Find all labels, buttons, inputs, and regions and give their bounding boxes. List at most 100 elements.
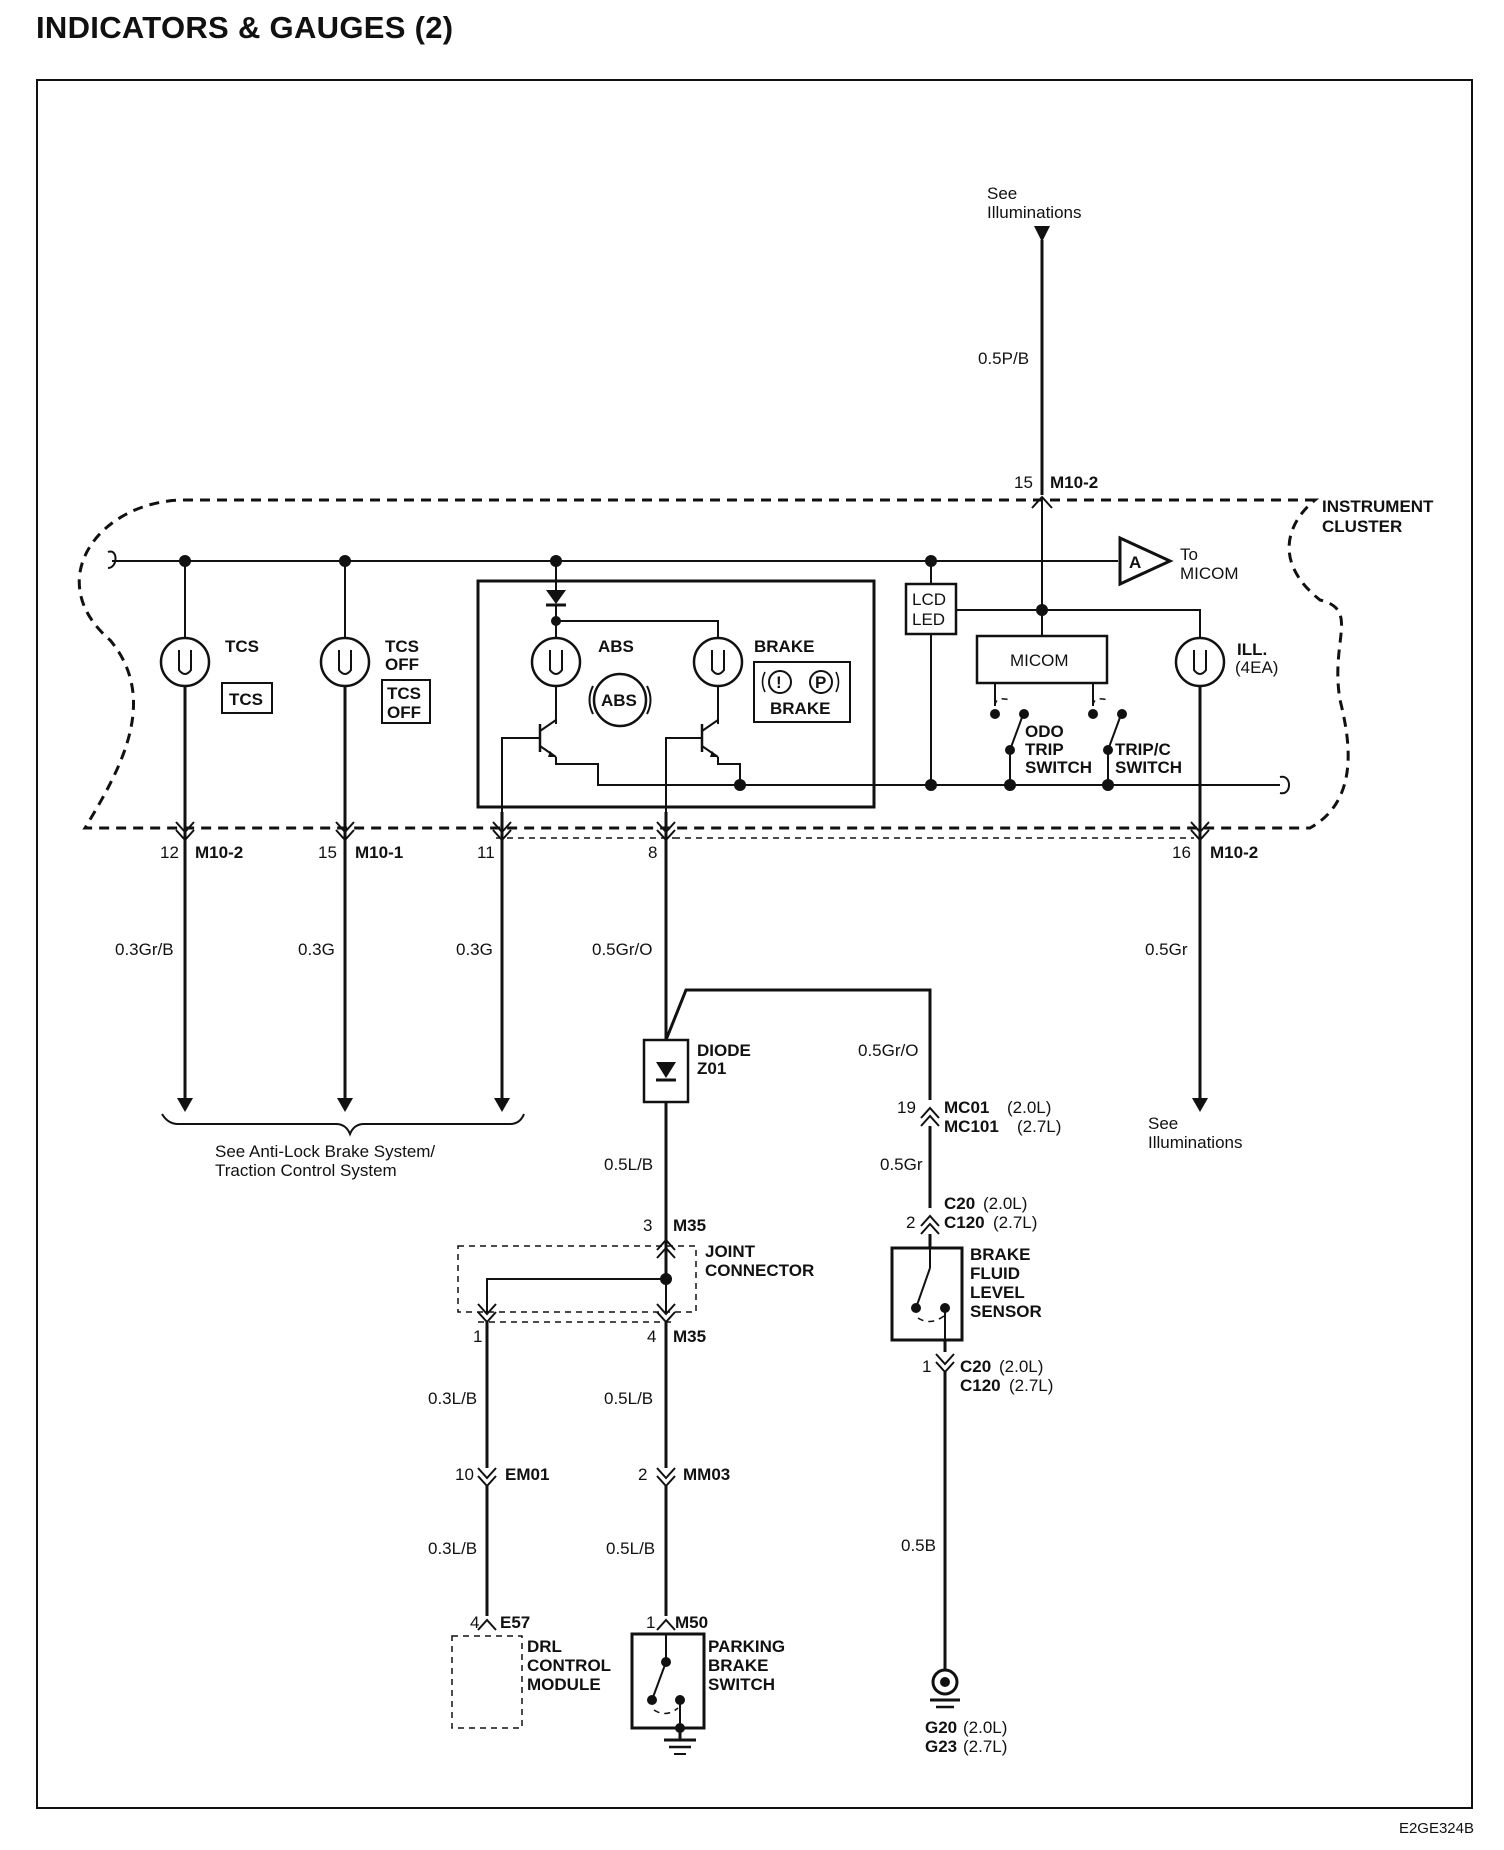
conn-pin: 16 bbox=[1172, 843, 1191, 862]
brake-fluid-label: SENSOR bbox=[970, 1302, 1042, 1321]
wire-label: 0.5Gr/O bbox=[858, 1041, 918, 1060]
conn-name: M10-2 bbox=[195, 843, 243, 862]
tripc-switch-label: SWITCH bbox=[1115, 758, 1182, 777]
m35-pin: 3 bbox=[643, 1216, 652, 1235]
brake-symbol-box bbox=[753, 661, 851, 723]
bus-break-icon bbox=[107, 550, 117, 569]
ground-label: G20 bbox=[925, 1718, 957, 1737]
connector-icon bbox=[656, 821, 676, 842]
ill-ref-text: Illuminations bbox=[1148, 1133, 1243, 1152]
drl-label: MODULE bbox=[527, 1675, 601, 1694]
wire-label: 0.3L/B bbox=[428, 1389, 477, 1408]
e57-name: E57 bbox=[500, 1613, 530, 1632]
tripc-switch-label: TRIP/C bbox=[1115, 740, 1171, 759]
m35-right-pin: 4 bbox=[647, 1327, 656, 1346]
abs-brake-module-box bbox=[476, 579, 876, 809]
arrow-down-icon bbox=[337, 1098, 353, 1112]
lamp-filament-icon bbox=[338, 650, 352, 675]
connector-icon bbox=[477, 1467, 497, 1488]
brake-fluid-sensor-box bbox=[890, 1246, 964, 1342]
brake-label: BRAKE bbox=[754, 637, 814, 656]
micom-box bbox=[975, 634, 1109, 685]
connector-icon bbox=[175, 821, 195, 842]
c20b-suffix: (2.0L) bbox=[999, 1357, 1043, 1376]
mc01-pin: 19 bbox=[897, 1098, 916, 1117]
odo-switch-label: SWITCH bbox=[1025, 758, 1092, 777]
connector-icon bbox=[935, 1353, 955, 1374]
lamp-filament-icon bbox=[549, 650, 563, 675]
tcs-off-symbol-box bbox=[381, 679, 431, 724]
ground-label: G23 bbox=[925, 1737, 957, 1756]
wire-label: 0.5L/B bbox=[604, 1389, 653, 1408]
diode-icon bbox=[656, 1062, 676, 1078]
em01-pin: 10 bbox=[455, 1465, 474, 1484]
brake-warning-icon bbox=[768, 670, 792, 694]
brake-supply-wire bbox=[556, 620, 719, 640]
wire-label: 0.5L/B bbox=[604, 1155, 653, 1174]
instrument-cluster-label: CLUSTER bbox=[1322, 517, 1402, 536]
tcs-off-label: TCS bbox=[385, 637, 419, 656]
wire-label: 0.5Gr bbox=[880, 1155, 923, 1174]
conn-pin: 11 bbox=[477, 843, 495, 862]
instrument-cluster-label: INSTRUMENT bbox=[1322, 497, 1434, 516]
bracket-icon bbox=[161, 1113, 525, 1137]
tcs-symbol-text: TCS bbox=[229, 690, 263, 709]
c20a-name: C20 bbox=[944, 1194, 975, 1213]
to-micom-text: MICOM bbox=[1180, 564, 1239, 583]
to-micom-letter: A bbox=[1129, 553, 1141, 572]
brake-emitter-wire bbox=[717, 757, 741, 785]
c20a-name: C120 bbox=[944, 1213, 985, 1232]
connector-icon bbox=[492, 821, 512, 842]
conn-pin: 8 bbox=[648, 843, 657, 862]
abs-symbol-icon bbox=[592, 672, 648, 728]
ill-qty: (4EA) bbox=[1235, 658, 1278, 677]
arrow-down-icon bbox=[177, 1098, 193, 1112]
brake-word: BRAKE bbox=[770, 699, 830, 718]
lamp-filament-icon bbox=[178, 650, 192, 675]
brake-fluid-label: FLUID bbox=[970, 1264, 1020, 1283]
connector-icon bbox=[920, 1106, 940, 1127]
page-title: INDICATORS & GAUGES (2) bbox=[36, 10, 454, 45]
mc01-suffix: (2.7L) bbox=[1017, 1117, 1061, 1136]
ill-label: ILL. bbox=[1237, 640, 1267, 659]
instrument-cluster-boundary bbox=[77, 498, 1350, 830]
m35-left-pin: 1 bbox=[473, 1327, 482, 1346]
diode-label: Z01 bbox=[697, 1059, 726, 1078]
lcd-led-box bbox=[904, 582, 958, 636]
mc01-suffix: (2.0L) bbox=[1007, 1098, 1051, 1117]
parking-label: BRAKE bbox=[708, 1656, 768, 1675]
conn-pin: 15 bbox=[318, 843, 337, 862]
c20b-name: C120 bbox=[960, 1376, 1001, 1395]
c20a-suffix: (2.7L) bbox=[993, 1213, 1037, 1232]
lcd-led-label: LED bbox=[912, 610, 945, 629]
top-ref-text: See bbox=[987, 184, 1017, 203]
arrow-down-icon bbox=[1192, 1098, 1208, 1112]
parking-label: PARKING bbox=[708, 1637, 785, 1656]
micom-label: MICOM bbox=[1010, 651, 1069, 670]
connector-icon bbox=[335, 821, 355, 842]
tcs-off-symbol-text: OFF bbox=[387, 703, 421, 722]
abs-base-wire bbox=[501, 737, 540, 812]
wire-label: 0.5Gr bbox=[1145, 940, 1188, 959]
wire-label: 0.3G bbox=[298, 940, 335, 959]
c20a-pin: 2 bbox=[906, 1213, 915, 1232]
mc01-name: MC101 bbox=[944, 1117, 999, 1136]
drl-label: DRL bbox=[527, 1637, 562, 1656]
diagram-frame bbox=[36, 79, 1473, 1809]
top-wire-label: 0.5P/B bbox=[978, 349, 1029, 368]
abs-emitter-wire bbox=[555, 757, 740, 786]
tcs-label: TCS bbox=[225, 637, 259, 656]
brake-sym1: ! bbox=[776, 673, 782, 692]
e57-pin: 4 bbox=[470, 1613, 479, 1632]
tripc-switch-icon bbox=[1107, 711, 1123, 751]
c20b-suffix: (2.7L) bbox=[1009, 1376, 1053, 1395]
top-ref-text: Illuminations bbox=[987, 203, 1082, 222]
abs-ref-text: See Anti-Lock Brake System/ bbox=[215, 1142, 435, 1161]
odo-switch-label: ODO bbox=[1025, 722, 1064, 741]
sensor-switch-icon bbox=[915, 1267, 931, 1309]
conn-name: M10-2 bbox=[1210, 843, 1258, 862]
parking-label: SWITCH bbox=[708, 1675, 775, 1694]
c20b-name: C20 bbox=[960, 1357, 991, 1376]
diode-icon bbox=[546, 590, 566, 604]
